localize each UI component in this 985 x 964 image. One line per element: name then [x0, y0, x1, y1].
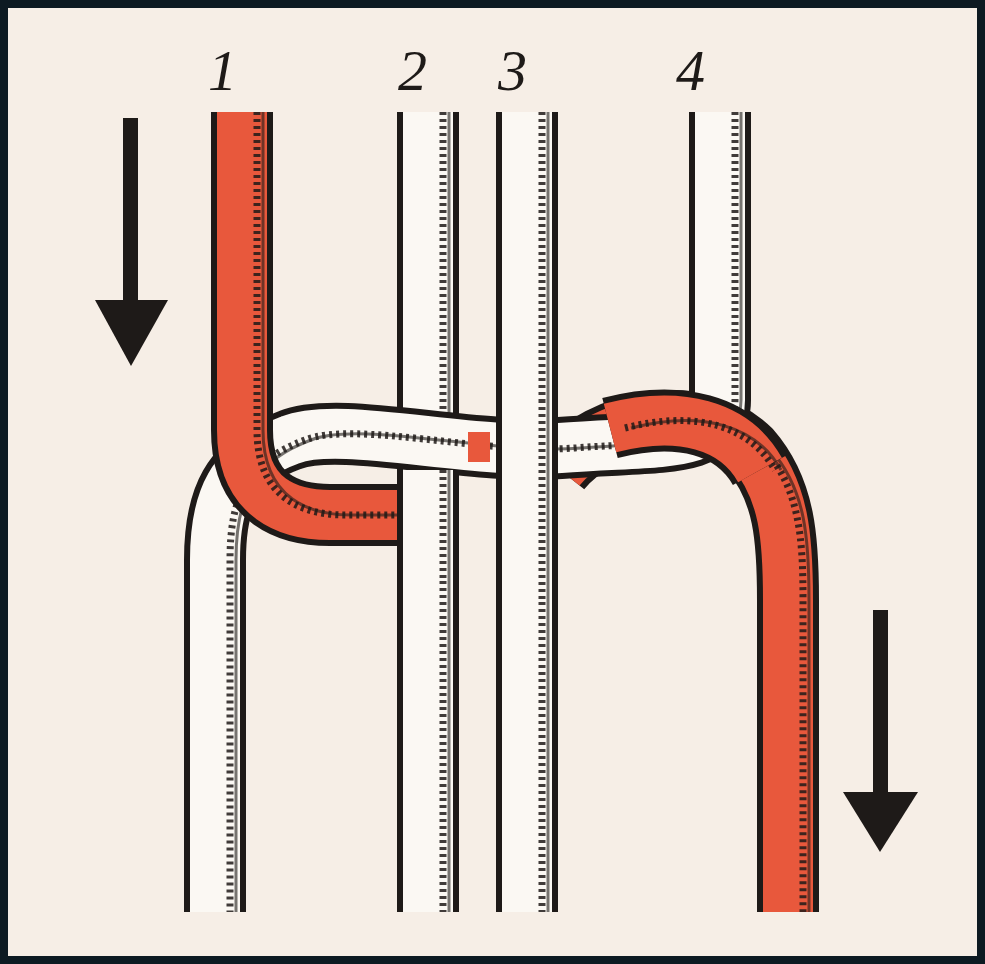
paper-ground [8, 8, 977, 956]
strand-3-over [527, 400, 548, 600]
strand-1-left [242, 112, 441, 515]
strand-number: 4 [676, 42, 705, 100]
strand-number: 1 [208, 42, 237, 100]
strands [215, 112, 809, 912]
strand-1-arch [610, 421, 781, 470]
direction-arrow [843, 610, 918, 852]
strand-4 [215, 112, 741, 912]
strand-2 [428, 112, 449, 912]
strand-number: 3 [498, 42, 527, 100]
strand-2-over [428, 470, 449, 580]
strand-1-glimpse [468, 432, 490, 462]
direction-arrow [95, 118, 168, 366]
strand-3 [527, 112, 548, 912]
strand-1-right [560, 421, 809, 912]
strand-number: 2 [398, 42, 427, 100]
